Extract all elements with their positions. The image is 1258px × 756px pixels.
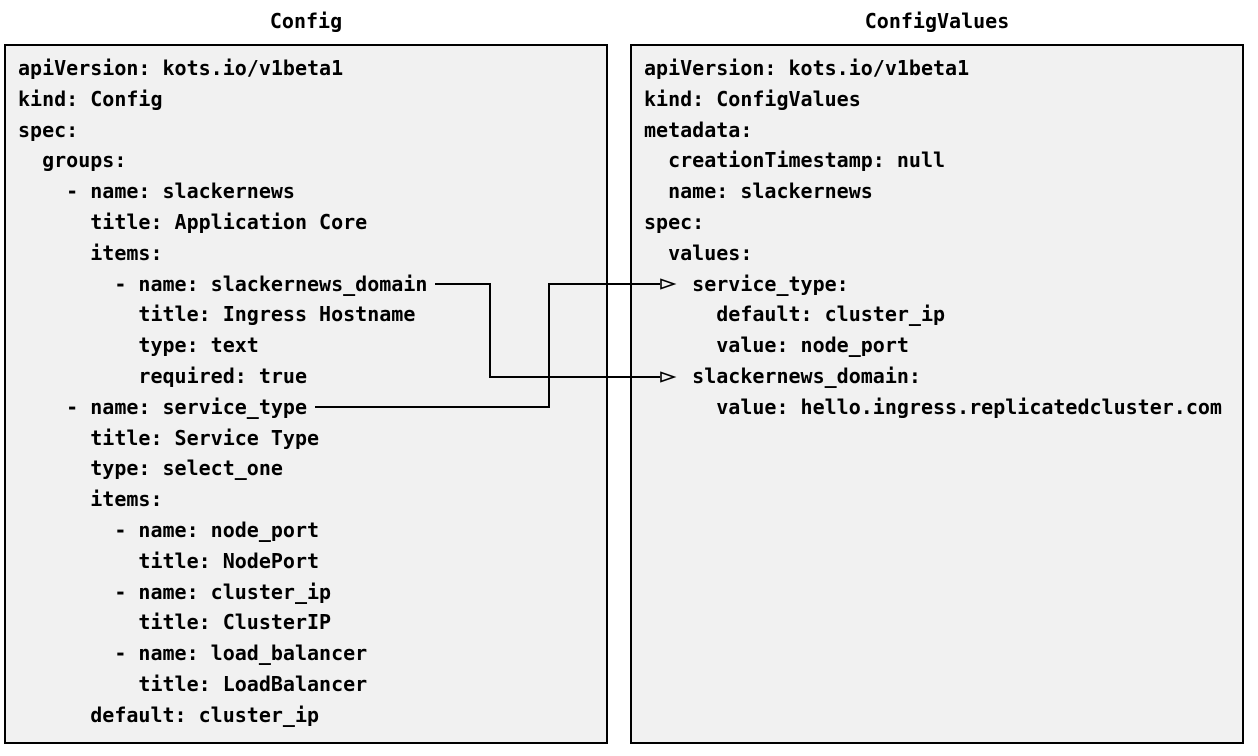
yaml-line: - name: service_type bbox=[18, 394, 307, 419]
yaml-line: spec: bbox=[644, 209, 705, 234]
yaml-line: - name: cluster_ip bbox=[18, 579, 332, 604]
config-yaml-code: apiVersion: kots.io/v1beta1 kind: Config s… bbox=[6, 46, 606, 731]
yaml-line: value: hello.ingress.replicatedcluster.c… bbox=[644, 394, 1222, 419]
yaml-line: creationTimestamp: null bbox=[644, 148, 946, 173]
yaml-line: type: text bbox=[18, 333, 259, 358]
configvalues-yaml-code: apiVersion: kots.io/v1beta1 kind: ConfigV… bbox=[632, 46, 1242, 423]
configvalues-panel-title: ConfigValues bbox=[864, 9, 1010, 33]
yaml-line: title: Application Core bbox=[18, 209, 368, 234]
config-panel: apiVersion: kots.io/v1beta1 kind: Config s… bbox=[4, 44, 608, 744]
yaml-line: required: true bbox=[18, 363, 307, 388]
yaml-line: title: LoadBalancer bbox=[18, 671, 368, 696]
yaml-line: slackernews_domain: bbox=[644, 363, 921, 388]
config-panel-title: Config bbox=[269, 9, 343, 33]
yaml-line: kind: ConfigValues bbox=[644, 86, 861, 111]
yaml-line: title: Ingress Hostname bbox=[18, 302, 416, 327]
yaml-line: groups: bbox=[18, 148, 127, 173]
yaml-line: apiVersion: kots.io/v1beta1 bbox=[644, 56, 970, 80]
yaml-line: items: bbox=[18, 487, 163, 512]
yaml-line: - name: slackernews_domain bbox=[18, 271, 428, 296]
yaml-line: value: node_port bbox=[644, 333, 909, 358]
configvalues-panel: apiVersion: kots.io/v1beta1 kind: ConfigV… bbox=[630, 44, 1244, 744]
yaml-line: - name: load_balancer bbox=[18, 641, 368, 666]
yaml-line: title: NodePort bbox=[18, 548, 320, 573]
yaml-line: - name: node_port bbox=[18, 517, 320, 542]
yaml-line: type: select_one bbox=[18, 456, 283, 481]
yaml-line: items: bbox=[18, 240, 163, 265]
yaml-line: title: ClusterIP bbox=[18, 610, 332, 635]
yaml-line: - name: slackernews bbox=[18, 179, 295, 204]
yaml-line: name: slackernews bbox=[644, 179, 873, 204]
yaml-line: metadata: bbox=[644, 117, 753, 142]
yaml-line: kind: Config bbox=[18, 86, 163, 111]
yaml-line: title: Service Type bbox=[18, 425, 320, 450]
yaml-line: service_type: bbox=[644, 271, 849, 296]
yaml-line: spec: bbox=[18, 117, 79, 142]
yaml-line: default: cluster_ip bbox=[18, 702, 320, 727]
yaml-line: values: bbox=[644, 240, 753, 265]
yaml-line: default: cluster_ip bbox=[644, 302, 946, 327]
yaml-line: apiVersion: kots.io/v1beta1 bbox=[18, 56, 344, 80]
